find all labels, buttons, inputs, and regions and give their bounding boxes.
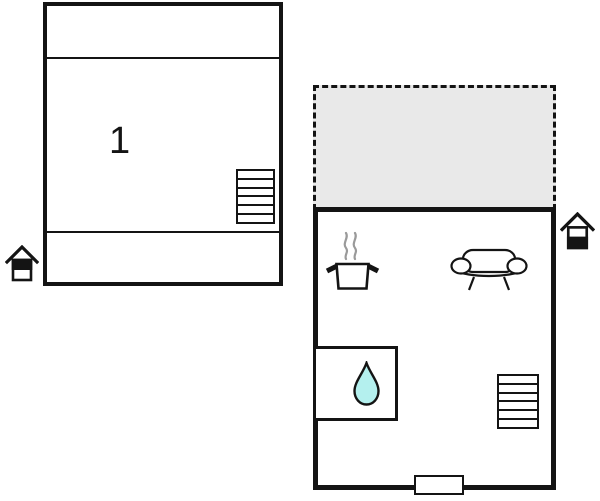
stairs-icon — [236, 169, 275, 224]
steam-icon — [343, 231, 349, 261]
cooking-pot-icon — [325, 231, 380, 290]
floor-2-outline — [313, 207, 556, 495]
terrace-dashed-area — [313, 85, 556, 210]
floor-1-outline: 1 — [43, 2, 283, 286]
unit-number-label: 1 — [109, 120, 131, 162]
door-threshold — [414, 475, 464, 495]
steam-icon — [352, 231, 358, 261]
water-drop-icon — [353, 361, 380, 406]
bathroom-outline — [313, 346, 398, 421]
stair-tread — [236, 213, 275, 224]
house-entrance-icon — [5, 245, 39, 282]
stair-tread — [497, 418, 539, 429]
interior-wall-line — [47, 231, 279, 233]
interior-wall-line — [47, 57, 279, 59]
stairs-icon — [497, 374, 539, 429]
sofa-icon — [450, 248, 528, 291]
house-entrance-icon — [560, 212, 595, 250]
